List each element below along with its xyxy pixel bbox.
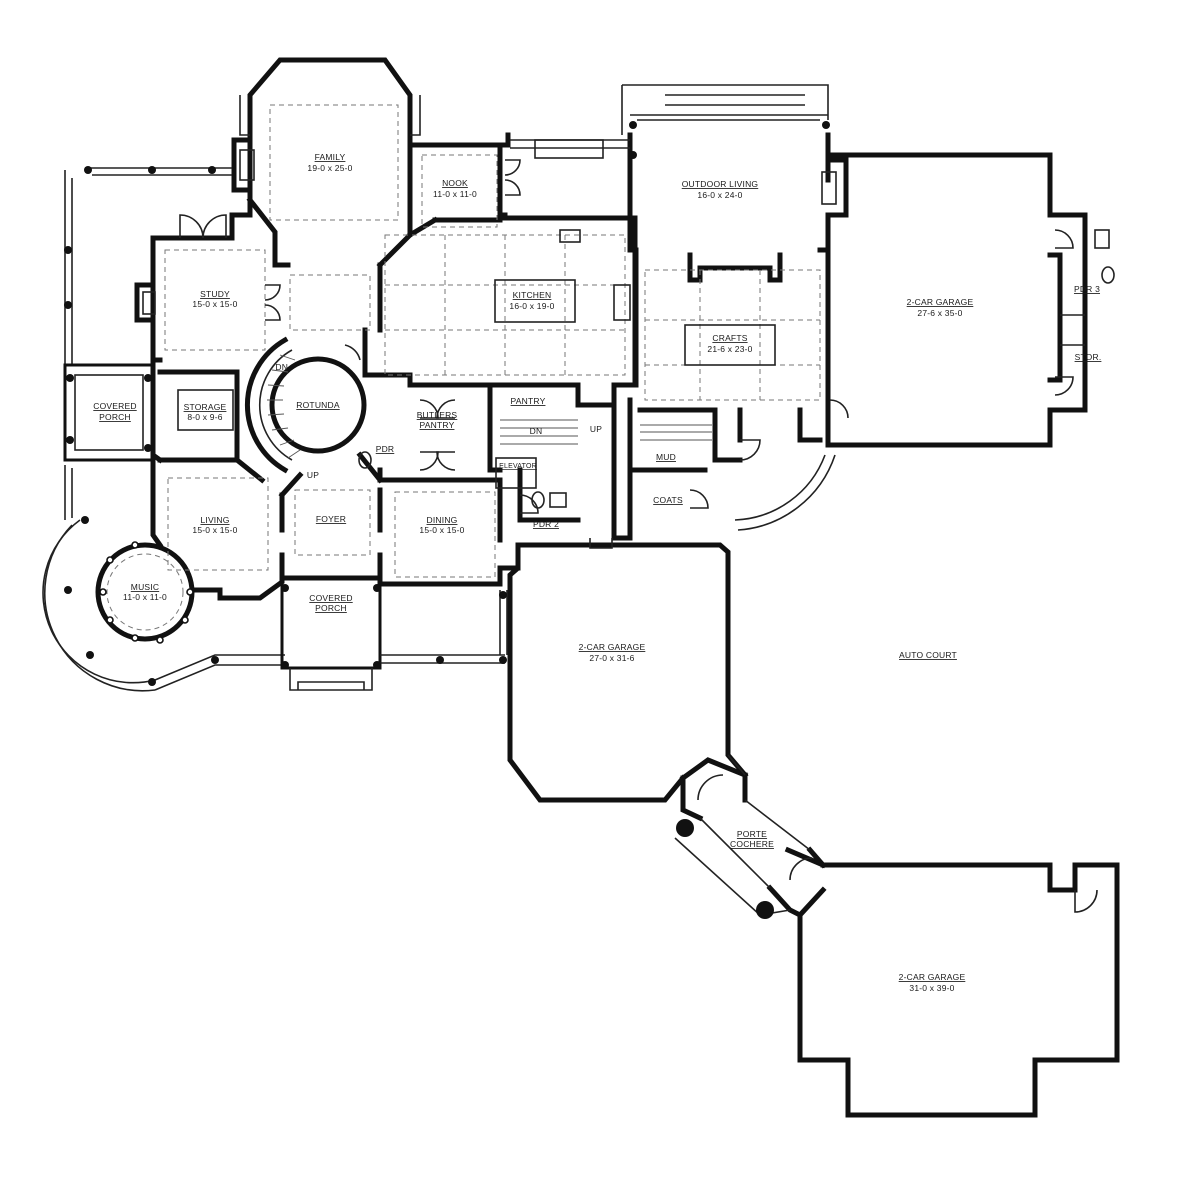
rotunda-stair (244, 336, 367, 474)
porte-cochere-lines (674, 799, 811, 916)
living-wall (150, 457, 164, 549)
study-size: 15-0 x 15-0 (192, 299, 237, 309)
crafts-size: 21-6 x 23-0 (707, 344, 752, 354)
storage-label: STORAGE (184, 402, 227, 412)
study-label: STUDY (200, 289, 230, 299)
porte-cochere-label-2: COCHERE (730, 839, 774, 849)
stair-up-label: UP (307, 470, 319, 480)
butlers-pantry-label-2: PANTRY (420, 420, 455, 430)
garage-middle-wall (507, 542, 687, 803)
garage-south-wall (797, 862, 1120, 1118)
pdr2-label: PDR 2 (533, 519, 559, 529)
family-fireplace (231, 137, 253, 193)
garage-middle-label: 2-CAR GARAGE (579, 642, 646, 652)
nook-label: NOOK (442, 178, 468, 188)
front-porch (280, 580, 508, 691)
auto-court (727, 454, 836, 776)
music-label: MUSIC (131, 582, 159, 592)
porte-cochere-label: PORTE (737, 829, 767, 839)
crafts-label: CRAFTS (712, 333, 747, 343)
kitchen-size: 16-0 x 19-0 (509, 301, 554, 311)
kitchen-label: KITCHEN (513, 290, 552, 300)
mud-label: MUD (656, 452, 676, 462)
dining-label: DINING (427, 515, 458, 525)
ceiling-grids (164, 104, 821, 578)
coats-label: COATS (653, 495, 683, 505)
covered-porch-west-label: COVERED (93, 401, 136, 411)
study-fireplace (134, 282, 156, 323)
outdoor-fireplace (825, 157, 849, 218)
covered-porch-front-label-2: PORCH (315, 603, 347, 613)
rotunda-label: ROTUNDA (296, 400, 340, 410)
garage-south-label: 2-CAR GARAGE (899, 972, 966, 982)
nook-size: 11-0 x 11-0 (433, 189, 477, 199)
stor-label: STOR. (1075, 352, 1102, 362)
columns (64, 121, 830, 919)
pdr3-label: PDR 3 (1074, 284, 1100, 294)
exterior-walls (134, 57, 1120, 1118)
pantry-label: PANTRY (511, 396, 546, 406)
interior-walls (157, 216, 503, 543)
outdoor-living-label: OUTDOOR LIVING (682, 179, 758, 189)
butlers-pantry-label: BUTLERS (417, 410, 458, 420)
auto-court-label: AUTO COURT (899, 650, 957, 660)
music-room (42, 519, 285, 692)
west-porch (63, 167, 232, 520)
fixtures (358, 229, 1115, 509)
family-bay-wall (247, 57, 413, 203)
terrace-railing (510, 84, 829, 159)
garage-middle-size: 27-0 x 31-6 (589, 653, 634, 663)
garage-east-size: 27-6 x 35-0 (917, 308, 962, 318)
living-label: LIVING (200, 515, 229, 525)
study-wall (150, 197, 253, 363)
dining-size: 15-0 x 15-0 (419, 525, 464, 535)
pdr-label: PDR (376, 444, 395, 454)
stair-up-back-label: UP (590, 424, 602, 434)
stair-dn-back-label: DN (530, 426, 543, 436)
family-label: FAMILY (315, 152, 346, 162)
garage-east-label: 2-CAR GARAGE (907, 297, 974, 307)
room-labels: FAMILY 19-0 x 25-0 NOOK 11-0 x 11-0 OUTD… (93, 152, 1101, 993)
storage-size: 8-0 x 9-6 (187, 412, 222, 422)
covered-porch-west-label-2: PORCH (99, 412, 131, 422)
music-size: 11-0 x 11-0 (123, 592, 167, 602)
family-size: 19-0 x 25-0 (307, 163, 352, 173)
foyer-label: FOYER (316, 514, 346, 524)
elevator-label: ELEVATOR (499, 463, 537, 470)
doors (179, 159, 1098, 913)
stair-dn-label: DN. (275, 362, 290, 372)
garage-south-size: 31-0 x 39-0 (909, 983, 954, 993)
garage-east-wall (825, 152, 1088, 218)
covered-porch-front-label: COVERED (309, 593, 352, 603)
living-size: 15-0 x 15-0 (192, 525, 237, 535)
outdoor-living-size: 16-0 x 24-0 (697, 190, 742, 200)
